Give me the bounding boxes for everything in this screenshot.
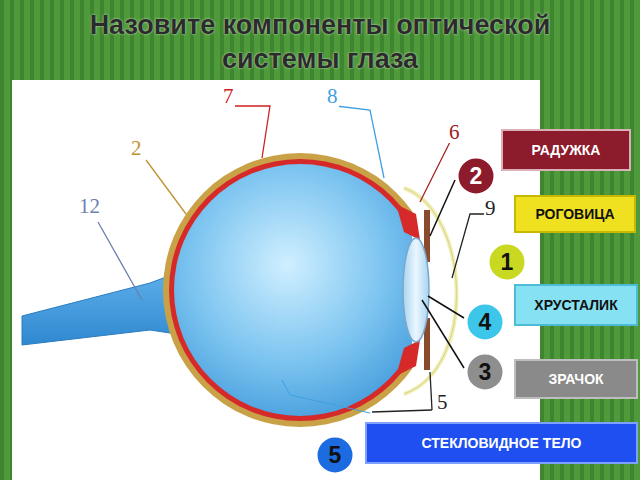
number-circle: 2 bbox=[455, 155, 497, 197]
callout-number: 7 bbox=[222, 86, 235, 107]
slide-title: Назовите компоненты оптической системы г… bbox=[60, 8, 580, 76]
drawing-part bbox=[174, 164, 412, 416]
callout-number: 2 bbox=[130, 138, 143, 159]
drawing-part bbox=[420, 142, 450, 202]
number-text: 4 bbox=[479, 309, 492, 336]
number-text: 3 bbox=[479, 359, 492, 386]
answer-text: РОГОВИЦА bbox=[535, 206, 614, 222]
drawing-part bbox=[234, 106, 270, 158]
callout-number: 12 bbox=[78, 196, 101, 217]
answer-box: РАДУЖКА bbox=[502, 130, 630, 170]
shape-fill bbox=[466, 303, 504, 341]
drawing-part bbox=[430, 180, 455, 236]
drawing-part bbox=[396, 340, 420, 376]
answer-text: ЗРАЧОК bbox=[548, 371, 603, 387]
drawing-part bbox=[163, 153, 412, 427]
shape-fill bbox=[515, 196, 635, 232]
answer-box: СТЕКЛОВИДНОЕ ТЕЛО bbox=[366, 423, 637, 463]
drawing-part bbox=[403, 238, 429, 342]
callout-number: 6 bbox=[448, 122, 461, 143]
drawing-part bbox=[430, 372, 432, 410]
shape-fill bbox=[316, 436, 354, 474]
drawing-part bbox=[336, 106, 384, 178]
number-text: 5 bbox=[329, 442, 342, 469]
number-circle: 1 bbox=[486, 241, 528, 283]
drawing-part bbox=[169, 159, 412, 421]
number-circle: 3 bbox=[464, 351, 506, 393]
number-text: 2 bbox=[470, 163, 483, 190]
shape-fill bbox=[488, 243, 526, 281]
number-circle: 5 bbox=[314, 434, 356, 476]
number-circle: 4 bbox=[464, 301, 506, 343]
drawing-part bbox=[12, 80, 540, 480]
drawing-part bbox=[98, 222, 142, 300]
drawing-part bbox=[282, 380, 370, 413]
number-text: 1 bbox=[501, 249, 514, 276]
callout-number: 5 bbox=[436, 392, 449, 413]
drawing-part bbox=[146, 160, 186, 214]
drawing-part bbox=[452, 214, 490, 278]
answer-text: СТЕКЛОВИДНОЕ ТЕЛО bbox=[422, 435, 582, 451]
answer-box: РОГОВИЦА bbox=[515, 196, 635, 232]
drawing-part bbox=[396, 204, 420, 240]
shape-fill bbox=[515, 360, 637, 398]
drawing-part bbox=[422, 300, 464, 368]
shape-fill bbox=[515, 285, 637, 325]
shape-fill bbox=[457, 157, 495, 195]
callout-number: 9 bbox=[484, 198, 497, 219]
drawing-part bbox=[372, 410, 432, 412]
answer-box: ЗРАЧОК bbox=[515, 360, 637, 398]
answer-text: ХРУСТАЛИК bbox=[534, 297, 617, 313]
answer-text: РАДУЖКА bbox=[532, 142, 601, 158]
callout-number: 8 bbox=[326, 86, 339, 107]
shape-fill bbox=[366, 423, 637, 463]
shape-fill bbox=[502, 130, 630, 170]
answer-box: ХРУСТАЛИК bbox=[515, 285, 637, 325]
drawing-part bbox=[428, 296, 464, 318]
shape-fill bbox=[466, 353, 504, 391]
drawing-part bbox=[163, 153, 412, 427]
